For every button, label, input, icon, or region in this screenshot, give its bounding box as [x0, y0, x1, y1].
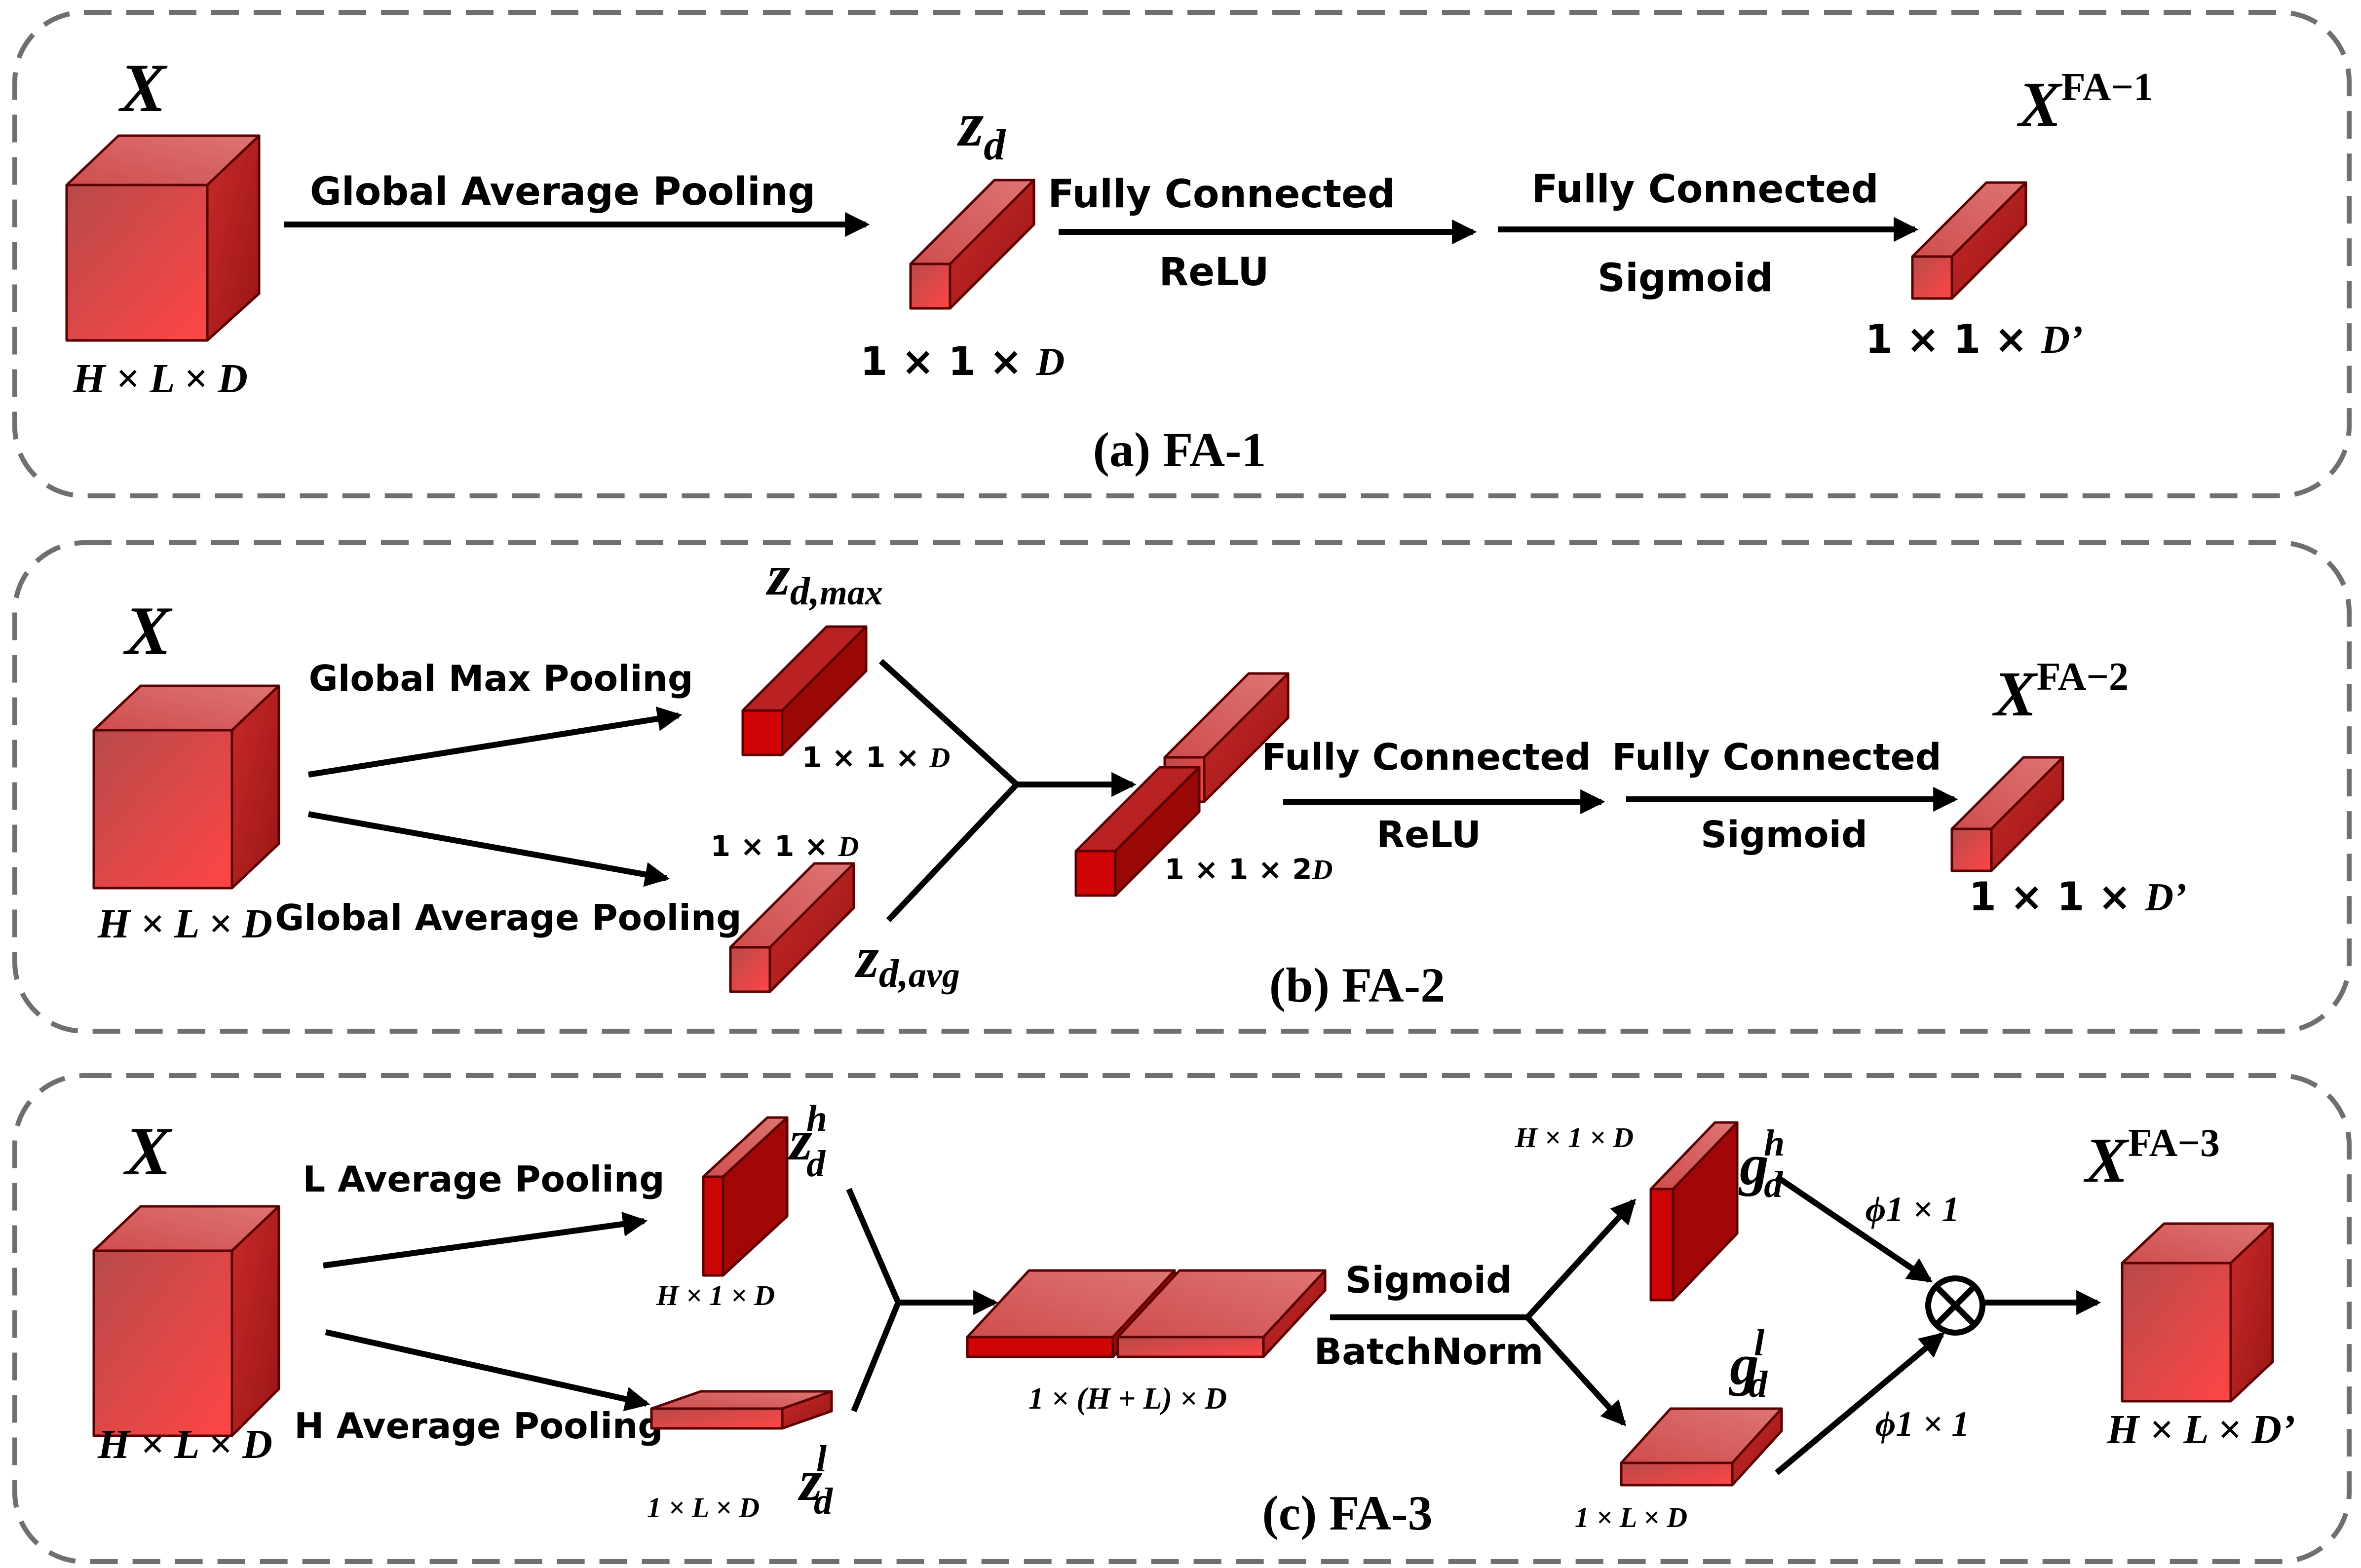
g-l-dims: 1 × L × D: [1575, 1501, 1687, 1533]
g-l-slab: [1620, 1407, 1783, 1487]
z-label: zd: [957, 89, 1007, 169]
fc2-top-label: Fully Connected: [1612, 736, 1941, 779]
z-max-label: zd,max: [765, 543, 883, 613]
panel-caption: (b) FA-2: [1269, 958, 1445, 1012]
g-h-dims: H × 1 × D: [1515, 1121, 1634, 1154]
fc1-top-label: Fully Connected: [1048, 172, 1395, 217]
fc2-bottom-label: Sigmoid: [1598, 256, 1773, 300]
input-dims: H × L × D: [97, 901, 272, 947]
concat-slab-right: [1116, 1269, 1327, 1358]
z-max-dims: 1 × 1 × D: [802, 741, 951, 774]
z-avg-dims: 1 × 1 × D: [711, 829, 859, 863]
input-dims: H × L × D: [73, 356, 248, 402]
fc2-bottom-label: Sigmoid: [1701, 814, 1867, 856]
panel-caption: (a) FA-1: [1093, 422, 1266, 477]
panel-border: [12, 540, 2352, 1034]
output-symbol: XFA−1: [2017, 66, 2153, 140]
output-symbol: XFA−3: [2083, 1121, 2220, 1196]
output-cube: [2121, 1222, 2274, 1403]
z-avg-bar: [729, 862, 855, 993]
panel-caption: (c) FA-3: [1262, 1486, 1432, 1540]
output-dims: 1 × 1 × D’: [1865, 316, 2083, 362]
l-pool-arrow: [323, 1211, 648, 1269]
output-bar: [1950, 756, 2064, 872]
multiply-icon: [1925, 1275, 1985, 1336]
z-max-bar: [741, 625, 868, 756]
input-symbol: X: [123, 1113, 173, 1190]
merge-lines: [846, 1188, 902, 1413]
input-symbol: X: [123, 593, 173, 669]
phi-top-arrow: [1775, 1174, 1933, 1283]
avg-pool-arrow: [307, 811, 670, 887]
pool-label: Global Average Pooling: [310, 170, 815, 214]
fc1-bottom-label: ReLU: [1376, 814, 1481, 856]
merge-lines: [878, 659, 1021, 923]
concat-dims: 1 × 1 × 2D: [1165, 853, 1333, 886]
h-pool-label: H Average Pooling: [294, 1405, 663, 1447]
input-symbol: X: [118, 50, 168, 126]
l-pool-label: L Average Pooling: [303, 1158, 664, 1200]
z-l-slab: [650, 1390, 833, 1430]
split-arrow-up: [1525, 1198, 1637, 1320]
z-h-slab: [702, 1116, 789, 1277]
z-bar: [909, 179, 1035, 310]
z-h-dims: H × 1 × D: [656, 1279, 775, 1311]
panel-border: [12, 10, 2352, 498]
output-bar: [1911, 181, 2027, 300]
g-h-slab: [1649, 1121, 1739, 1302]
input-cube: [92, 1205, 280, 1437]
fc1-top-label: Fully Connected: [1261, 736, 1591, 779]
split-arrow-down: [1525, 1315, 1627, 1426]
input-cube: [92, 684, 280, 890]
fc2-top-label: Fully Connected: [1531, 167, 1878, 212]
z-l-dims: 1 × L × D: [647, 1492, 760, 1524]
concat-dims: 1 × (H + L) × D: [1028, 1382, 1227, 1416]
panel-border: [12, 1073, 2352, 1564]
avg-pool-label: Global Average Pooling: [275, 897, 741, 938]
max-pool-arrow: [308, 706, 683, 778]
output-dims: 1 × 1 × D’: [1969, 874, 2186, 920]
h-pool-arrow: [325, 1329, 650, 1412]
input-dims: H × L × D: [97, 1421, 272, 1467]
ops-top-label: Sigmoid: [1345, 1259, 1512, 1302]
panel-fa-2: X H × L × D Global Max Pooling Global Av…: [12, 540, 2352, 1034]
phi-top-label: ϕ1 × 1: [1866, 1190, 1960, 1229]
output-dims: H × L × D’: [2106, 1407, 2295, 1453]
concat-bar-front: [1074, 766, 1201, 897]
panel-fa-1: X H × L × D Global Average Pooling zd 1 …: [12, 10, 2352, 498]
input-cube: [65, 134, 261, 342]
output-symbol: XFA−2: [1992, 655, 2129, 730]
panel-fa-3: X H × L × D L Average Pooling H Average …: [12, 1073, 2352, 1564]
z-avg-label: zd,avg: [854, 925, 960, 996]
max-pool-label: Global Max Pooling: [309, 658, 693, 699]
phi-bottom-label: ϕ1 × 1: [1875, 1404, 1970, 1444]
phi-bottom-arrow: [1775, 1332, 1945, 1475]
fc1-bottom-label: ReLU: [1159, 250, 1269, 295]
ops-bottom-label: BatchNorm: [1314, 1331, 1544, 1373]
z-dims: 1 × 1 × D: [860, 338, 1065, 384]
